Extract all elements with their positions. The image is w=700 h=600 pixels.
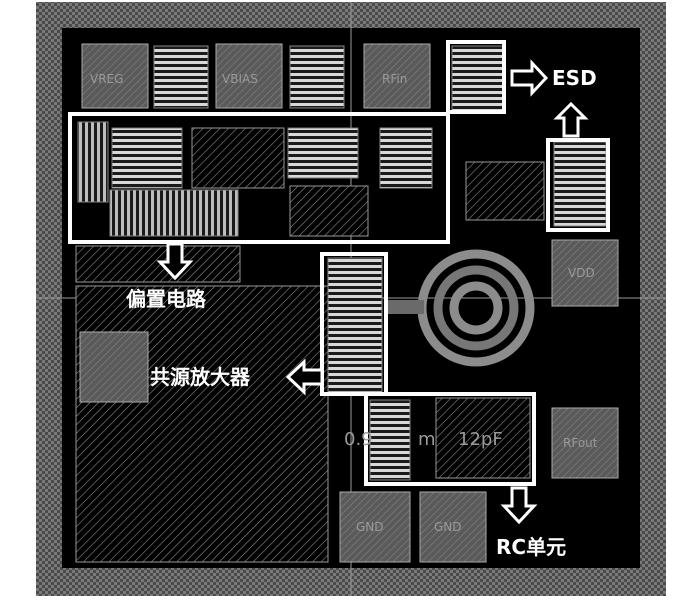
bias-transistor-array: [77, 121, 109, 203]
amplifier-transistor: [327, 257, 383, 393]
bias-logic-block: [287, 127, 359, 179]
rc-capacitor: [435, 397, 531, 479]
dimension-unit-label: m: [418, 429, 436, 450]
bias-routing: [111, 127, 183, 189]
pad-rfin: [363, 43, 431, 109]
pad-gnd-2: [419, 491, 487, 563]
pad-label-vdd: VDD: [568, 266, 595, 280]
capacitance-label: 12pF: [458, 429, 503, 450]
pad-rfout: [551, 407, 619, 479]
side-capacitor: [465, 161, 545, 221]
dimension-label: 0.9: [344, 429, 373, 450]
pad-vreg: [81, 43, 149, 109]
pad-gnd-1: [339, 491, 411, 563]
bias-esd: [379, 127, 433, 189]
pad-label-gnd-1: GND: [356, 520, 384, 534]
pad-label-vbias: VBIAS: [222, 72, 258, 86]
bias-capacitor: [191, 127, 285, 189]
esd-array-side: [553, 141, 607, 227]
pad-label-vreg: VREG: [90, 72, 124, 86]
label-esd: ESD: [552, 66, 597, 90]
arrow-amplifier-left: [285, 358, 324, 396]
bias-resistor-bank: [109, 189, 239, 237]
label-rc-unit: RC单元: [496, 535, 567, 559]
pad-vbias: [215, 43, 283, 109]
arrow-rc-down: [500, 486, 538, 525]
label-bias-circuit: 偏置电路: [126, 287, 206, 311]
arrow-to-esd-up: [553, 101, 589, 138]
pad-label-rfin: RFin: [382, 72, 408, 86]
esd-side-box: [546, 138, 610, 232]
amplifier-pad: [79, 331, 149, 403]
pad-vdd: [551, 239, 619, 307]
esd-top-box: [446, 40, 506, 114]
bias-circuit-box: [68, 112, 450, 244]
rc-resistor: [369, 399, 411, 481]
esd-array-2: [289, 45, 345, 109]
esd-array-3: [451, 45, 505, 113]
inductor-feed: [388, 300, 424, 314]
highlight-boxes: [68, 40, 610, 486]
amplifier-box: [320, 252, 388, 396]
pad-label-rfout: RFout: [563, 436, 598, 450]
bias-decap: [289, 185, 369, 237]
label-common-source-amplifier: 共源放大器: [150, 365, 250, 389]
amplifier-well: [75, 245, 241, 283]
arrow-bias-down: [156, 242, 194, 281]
pad-label-gnd-2: GND: [434, 520, 462, 534]
rc-unit-box: [364, 392, 536, 486]
amplifier-body: [75, 285, 329, 563]
esd-array-1: [153, 45, 209, 109]
arrow-to-esd-right: [510, 59, 549, 97]
